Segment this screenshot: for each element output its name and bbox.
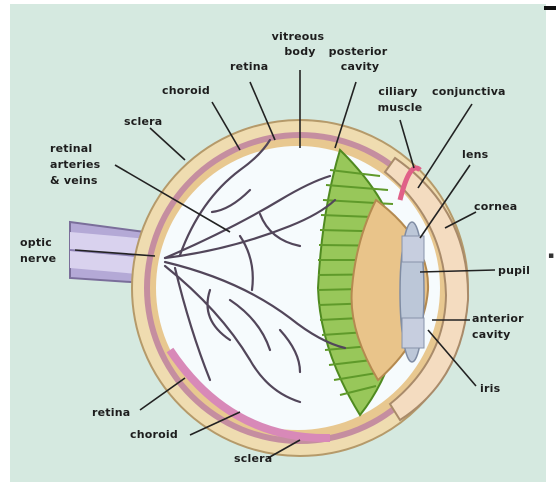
label-sclera-bottom: sclera [234,452,272,465]
label-conjunctiva: conjunctiva [432,85,506,98]
label-choroid-top: choroid [162,84,210,97]
label-retina-bottom: retina [92,406,130,419]
label-lens: lens [462,148,489,161]
label-retinal-arteries-veins: retinal arteries & veins [50,142,104,187]
edge-mark: ▪ [548,251,554,261]
label-sclera-top: sclera [124,115,162,128]
label-iris: iris [480,382,501,395]
corner-mark [544,6,556,10]
label-retina-top: retina [230,60,268,73]
label-choroid-bottom: choroid [130,428,178,441]
label-pupil: pupil [498,264,530,277]
label-cornea: cornea [474,200,517,213]
